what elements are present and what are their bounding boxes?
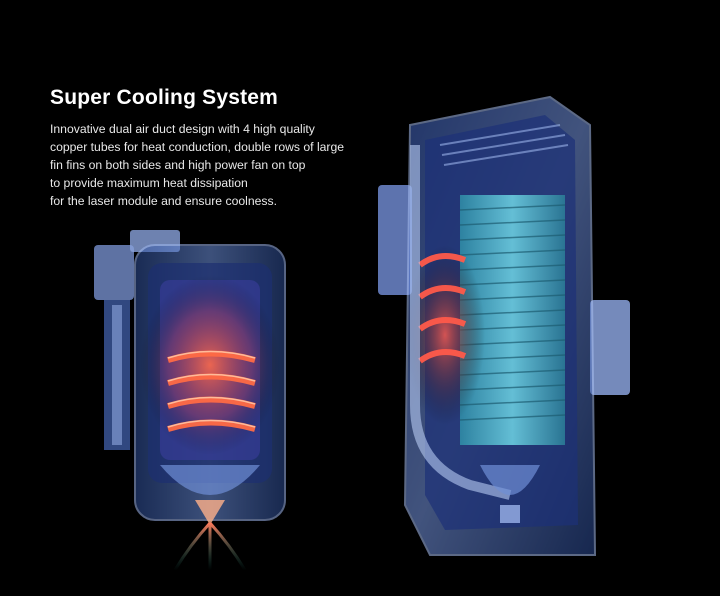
page-title: Super Cooling System: [50, 86, 279, 109]
description-line: for the laser module and ensure coolness…: [50, 194, 277, 208]
description-line: to provide maximum heat dissipation: [50, 176, 248, 190]
right-module-illustration: [378, 95, 630, 556]
feature-description: Innovative dual air duct design with 4 h…: [50, 120, 390, 210]
description-line: fin fins on both sides and high power fa…: [50, 158, 306, 172]
left-module-illustration: [94, 230, 286, 570]
description-line: Innovative dual air duct design with 4 h…: [50, 122, 315, 136]
description-line: copper tubes for heat conduction, double…: [50, 140, 345, 154]
